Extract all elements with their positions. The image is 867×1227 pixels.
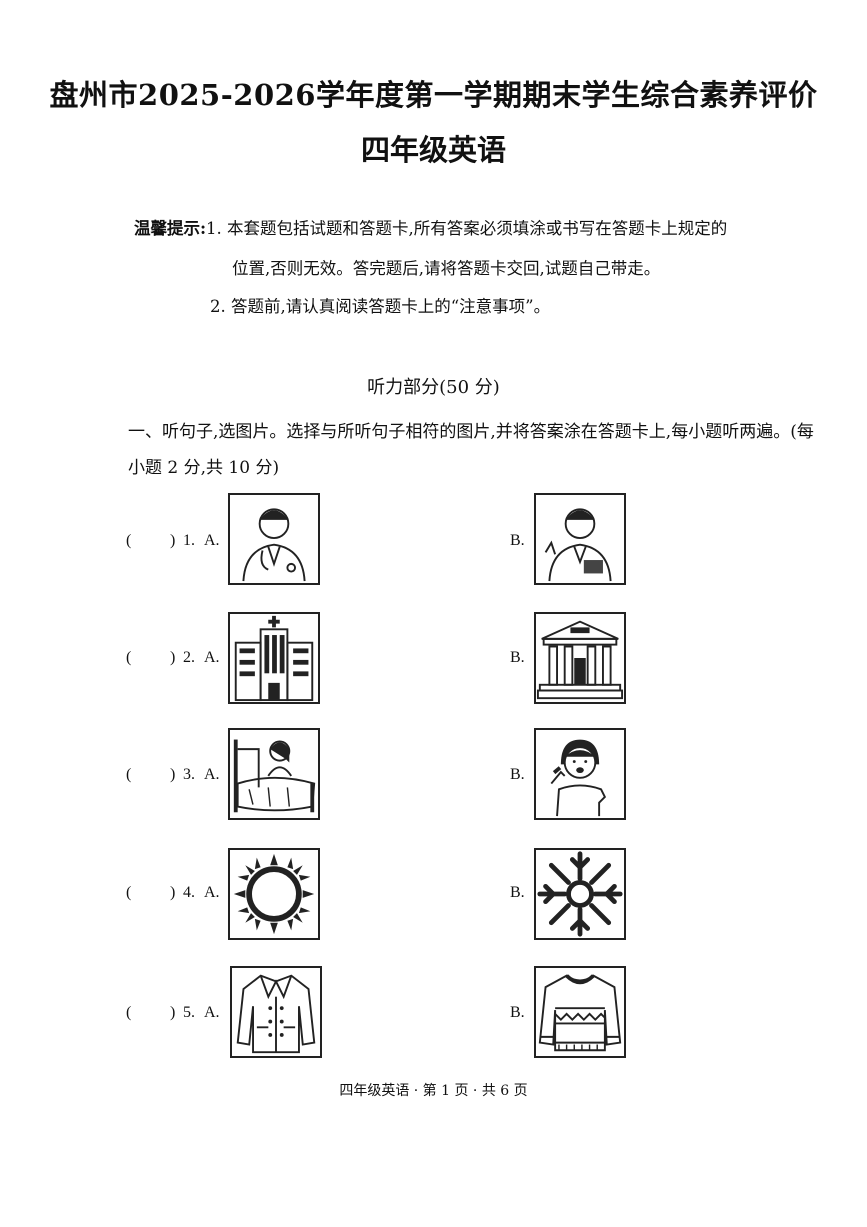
answer-paren-close: )	[170, 766, 176, 783]
sweater-icon	[534, 966, 626, 1058]
section-title: 听力部分(50 分)	[367, 377, 500, 398]
answer-paren-open[interactable]: (	[126, 884, 132, 901]
option-b-label: B.	[510, 649, 525, 666]
option-a-label: A.	[204, 884, 220, 901]
notice-item-1: 1. 本套题包括试题和答题卡,所有答案必须填涂或书写在答题卡上规定的	[206, 219, 728, 238]
answer-paren-close: )	[170, 1004, 176, 1021]
page-footer: 四年级英语 · 第 1 页 · 共 6 页	[339, 1083, 528, 1099]
coat-icon	[230, 966, 322, 1058]
girl-brushing-teeth-icon	[534, 728, 626, 820]
question-number: 4.	[183, 884, 195, 901]
answer-paren-open[interactable]: (	[126, 532, 132, 549]
answer-paren-close: )	[170, 884, 176, 901]
exam-title: 盘州市2025-2026学年度第一学期期末学生综合素养评价	[49, 78, 818, 112]
question-number: 2.	[183, 649, 195, 666]
answer-paren-open[interactable]: (	[126, 649, 132, 666]
option-a-label: A.	[204, 766, 220, 783]
notice-label: 温馨提示:	[134, 219, 207, 238]
answer-paren-close: )	[170, 532, 176, 549]
girl-in-bed-icon	[228, 728, 320, 820]
notice-item-2: 2. 答题前,请认真阅读答题卡上的“注意事项”。	[210, 297, 551, 316]
exam-subtitle: 四年级英语	[360, 133, 506, 167]
option-b-label: B.	[510, 532, 525, 549]
question-number: 5.	[183, 1004, 195, 1021]
answer-paren-close: )	[170, 649, 176, 666]
teacher-icon	[534, 493, 626, 585]
option-b-label: B.	[510, 1004, 525, 1021]
option-a-label: A.	[204, 649, 220, 666]
section-instruction: 一、听句子,选图片。选择与所听句子相符的图片,并将答案涂在答题卡上,每小题听两遍…	[128, 422, 814, 478]
question-number: 1.	[183, 532, 195, 549]
option-b-label: B.	[510, 766, 525, 783]
question-number: 3.	[183, 766, 195, 783]
notice-item-1-continued: 位置,否则无效。答完题后,请将答题卡交回,试题自己带走。	[232, 259, 661, 278]
sun-icon	[228, 848, 320, 940]
option-a-label: A.	[204, 532, 220, 549]
doctor-icon	[228, 493, 320, 585]
option-a-label: A.	[204, 1004, 220, 1021]
museum-icon	[534, 612, 626, 704]
hospital-icon	[228, 612, 320, 704]
answer-paren-open[interactable]: (	[126, 1004, 132, 1021]
snowflake-icon	[534, 848, 626, 940]
answer-paren-open[interactable]: (	[126, 766, 132, 783]
option-b-label: B.	[510, 884, 525, 901]
